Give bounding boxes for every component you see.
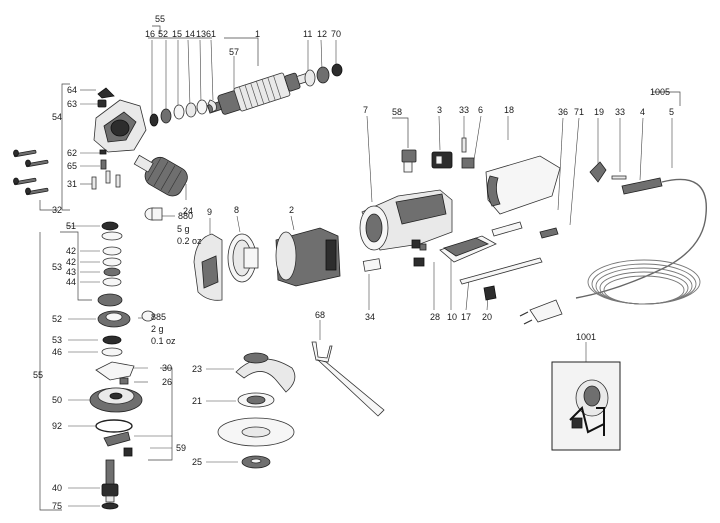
callout-label-l24: 24: [183, 206, 193, 216]
callout-label-l1005: 1005: [650, 87, 670, 97]
main-housing: [359, 189, 453, 251]
callout-label-l70: 70: [331, 29, 341, 39]
callout-label-l40: 40: [52, 483, 62, 493]
callout-label-l11: 11: [303, 29, 312, 39]
callout-label-l64: 64: [67, 85, 77, 95]
callout-label-l3: 3: [437, 105, 442, 115]
callout-label-l65: 65: [67, 161, 77, 171]
callout-label-l43: 43: [66, 267, 76, 277]
callout-label-l7: 7: [363, 105, 368, 115]
callout-label-l9: 9: [207, 207, 212, 217]
callout-label-l50: 50: [52, 395, 62, 405]
callout-label-l55a: 55: [155, 14, 165, 24]
callout-label-l71: 71: [574, 107, 584, 117]
callout-label-l2: 2: [289, 205, 294, 215]
left-column-parts: [89, 221, 155, 510]
callout-label-l33b: 33: [615, 107, 625, 117]
callout-label-l62: 62: [67, 148, 77, 158]
callout-label-l58: 58: [392, 107, 402, 117]
gear-head-housing: [13, 87, 147, 196]
leader-lines: [39, 25, 681, 511]
callout-label-l30: 30: [162, 363, 172, 373]
callout-label-l6: 6: [478, 105, 483, 115]
callout-label-l51: 51: [66, 221, 76, 231]
callout-label-l2g: 2 g: [151, 324, 164, 334]
callout-label-l17: 17: [461, 312, 471, 322]
callout-label-l885: 885: [151, 312, 166, 322]
callout-label-l61: 61: [206, 29, 216, 39]
guard-and-disc: [217, 352, 296, 469]
callout-label-l75: 75: [52, 501, 62, 511]
pin-spanner: [311, 341, 385, 417]
callout-label-l20: 20: [482, 312, 492, 322]
electronics-module: [362, 221, 559, 301]
callout-label-l26: 26: [162, 377, 172, 387]
callout-label-l21: 21: [192, 396, 202, 406]
callout-label-l53b: 53: [52, 335, 62, 345]
power-cable: [519, 161, 707, 325]
callout-label-l4: 4: [640, 107, 645, 117]
callout-label-l53a: 53: [52, 262, 62, 272]
callout-label-l19: 19: [594, 107, 604, 117]
callout-label-l92: 92: [52, 421, 62, 431]
callout-label-l02oz: 0.2 oz: [177, 236, 202, 246]
callout-label-l46: 46: [52, 347, 62, 357]
callout-label-l63: 63: [67, 99, 77, 109]
callout-label-l16: 16: [145, 29, 155, 39]
callout-label-l1: 1: [255, 29, 260, 39]
callout-label-l68: 68: [315, 310, 325, 320]
callout-label-l55b: 55: [33, 370, 43, 380]
callout-label-l32: 32: [52, 205, 62, 215]
wiring-inset: [551, 361, 621, 451]
callout-label-l33a: 33: [459, 105, 469, 115]
switch-and-cover: [401, 137, 561, 215]
callout-label-l5g: 5 g: [177, 224, 190, 234]
callout-label-l44: 44: [66, 277, 76, 287]
motor-housing-parts: [193, 227, 341, 301]
callout-label-l34: 34: [365, 312, 375, 322]
callout-label-l52b: 52: [52, 314, 62, 324]
callout-label-l01oz: 0.1 oz: [151, 336, 176, 346]
callout-label-l42b: 42: [66, 257, 76, 267]
callout-label-l13: 13: [196, 29, 206, 39]
callout-label-l52a: 52: [158, 29, 168, 39]
callout-label-l25: 25: [192, 457, 202, 467]
callout-label-l12: 12: [317, 29, 327, 39]
callout-label-l5: 5: [669, 107, 674, 117]
callout-label-l59: 59: [176, 443, 186, 453]
callout-label-l18: 18: [504, 105, 514, 115]
callout-label-l36: 36: [558, 107, 568, 117]
callout-label-l14: 14: [185, 29, 195, 39]
armature-group: [149, 63, 343, 127]
callout-label-l1001: 1001: [576, 332, 596, 342]
callout-label-l8: 8: [234, 205, 239, 215]
callout-label-l31: 31: [67, 179, 77, 189]
callout-label-l23: 23: [192, 364, 202, 374]
callout-label-l880: 880: [178, 211, 193, 221]
callout-label-l54: 54: [52, 112, 62, 122]
callout-label-l10: 10: [447, 312, 457, 322]
callout-label-l15: 15: [172, 29, 182, 39]
side-handle: [133, 154, 188, 221]
callout-label-l42a: 42: [66, 246, 76, 256]
callout-label-l57: 57: [229, 47, 239, 57]
callout-label-l28: 28: [430, 312, 440, 322]
